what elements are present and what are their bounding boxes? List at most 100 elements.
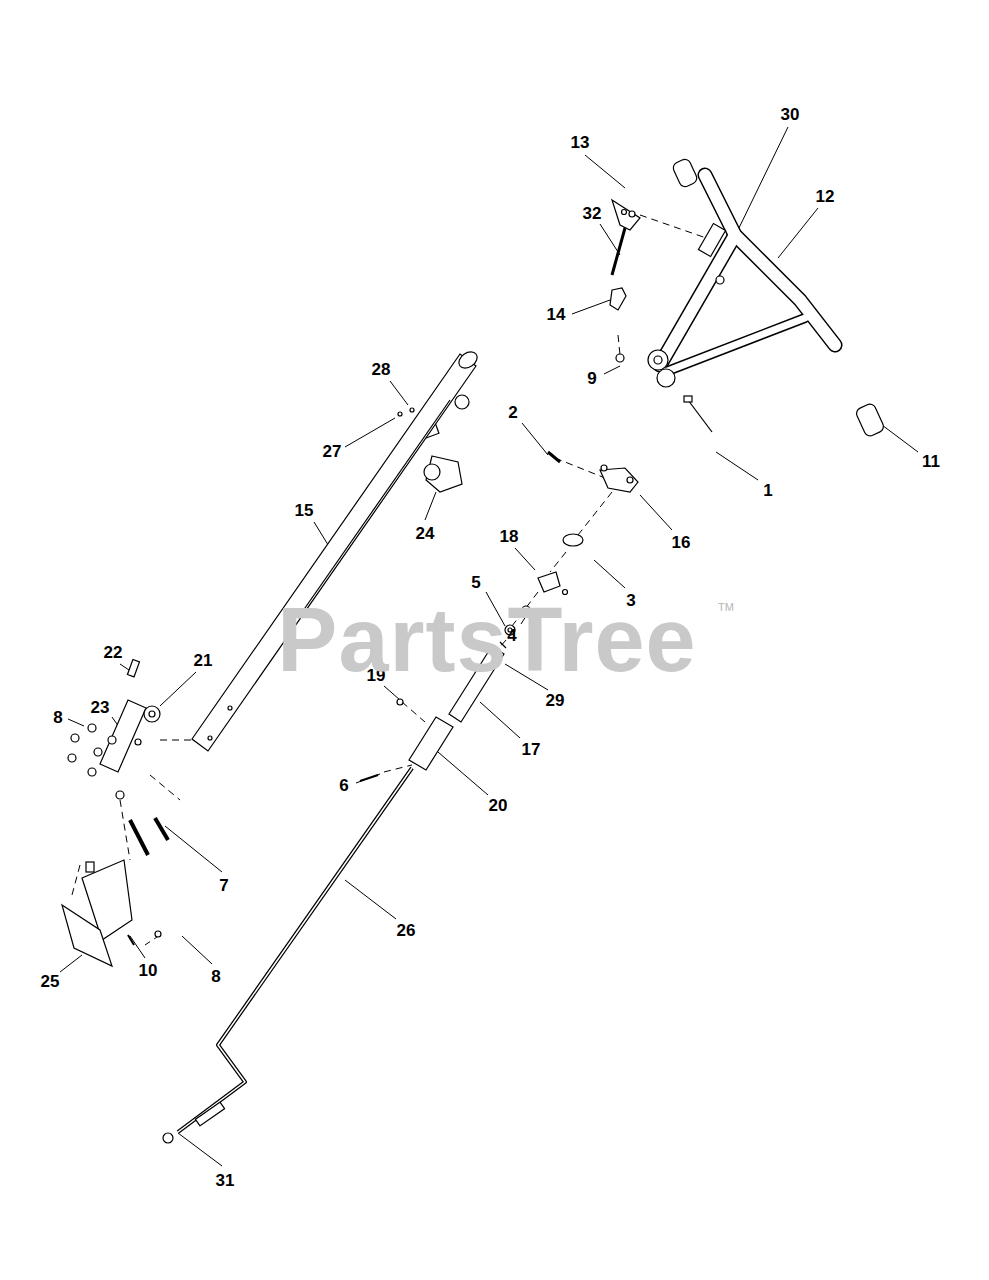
lower-bracket-part <box>135 739 141 745</box>
small-parts-part <box>698 224 725 257</box>
small-parts-part <box>648 350 668 370</box>
callout-number: 21 <box>194 652 213 669</box>
callout-number: 20 <box>489 797 508 814</box>
main-tube <box>192 349 480 751</box>
small-parts-part <box>548 452 560 462</box>
leader-lines-part <box>640 495 672 530</box>
small-parts-part <box>716 276 724 284</box>
leader-lines-part <box>438 752 488 795</box>
leader-lines-part <box>425 492 436 520</box>
callout-number: 28 <box>372 361 391 378</box>
small-parts-part <box>688 400 712 432</box>
leader-lines <box>60 127 918 1166</box>
alignment-lines-part <box>555 458 605 478</box>
handle-tube-part <box>660 235 735 365</box>
small-parts-part <box>398 412 402 416</box>
callout-number: 23 <box>91 699 110 716</box>
leader-lines-part <box>594 560 625 588</box>
alignment-lines-part <box>72 865 80 895</box>
callout-number: 10 <box>139 962 158 979</box>
trademark-mark: TM <box>718 602 734 613</box>
small-parts-part <box>657 369 675 387</box>
small-parts-part <box>616 354 624 362</box>
lower-bracket-part <box>108 736 116 744</box>
small-parts-part <box>612 228 625 275</box>
watermark: PartsTree <box>277 595 696 685</box>
lower-bracket-part <box>144 706 160 722</box>
leader-lines-part <box>480 702 520 738</box>
main-tube-part <box>208 736 212 740</box>
leader-lines-part <box>182 936 212 964</box>
leader-lines-part <box>178 1133 222 1166</box>
control-rod-part <box>178 768 412 1132</box>
control-rod <box>163 768 412 1143</box>
shaft-part <box>409 717 453 770</box>
callout-number: 7 <box>219 877 228 894</box>
callout-number: 5 <box>471 574 480 591</box>
leader-lines-part <box>600 224 620 255</box>
leader-lines-part <box>356 774 380 783</box>
handle-tube <box>660 175 835 372</box>
lower-bracket-part <box>62 905 112 966</box>
lower-bracket-part <box>88 768 96 776</box>
small-parts-part <box>455 395 469 409</box>
lower-bracket-part <box>155 818 168 840</box>
callout-number: 25 <box>41 973 60 990</box>
callout-number: 9 <box>587 370 596 387</box>
lower-bracket-part <box>116 791 124 799</box>
callout-number: 8 <box>53 709 62 726</box>
callout-number: 29 <box>546 692 565 709</box>
lower-bracket-part <box>130 820 148 855</box>
lower-bracket-part <box>149 711 155 717</box>
callout-number: 6 <box>339 777 348 794</box>
small-parts-part <box>538 572 560 592</box>
small-parts-part <box>424 464 440 480</box>
small-parts-part <box>684 396 692 402</box>
lower-bracket-part <box>128 935 134 945</box>
alignment-lines-part <box>578 492 612 535</box>
small-parts-part <box>610 288 626 310</box>
callout-number: 8 <box>211 968 220 985</box>
handle-tube-part <box>665 318 805 372</box>
leader-lines-part <box>585 155 625 188</box>
alignment-lines-part <box>120 800 130 860</box>
small-parts-part <box>612 200 640 230</box>
leader-lines-part <box>345 418 395 447</box>
small-parts-part <box>627 477 633 483</box>
callout-number: 13 <box>571 134 590 151</box>
alignment-lines-part <box>402 702 425 722</box>
main-tube-part <box>228 706 232 710</box>
small-parts <box>398 157 885 648</box>
leader-lines-part <box>522 423 548 455</box>
callout-number: 15 <box>295 502 314 519</box>
control-rod-part <box>178 768 412 1132</box>
leader-lines-part <box>882 425 918 452</box>
leader-lines-part <box>130 936 145 958</box>
callout-number: 31 <box>216 1172 235 1189</box>
leader-lines-part <box>716 452 758 480</box>
callout-number: 16 <box>672 534 691 551</box>
small-parts-part <box>654 356 662 364</box>
callout-number: 24 <box>416 525 435 542</box>
small-parts-part <box>600 468 638 492</box>
leader-lines-part <box>390 381 408 405</box>
small-parts-part <box>563 590 568 595</box>
lower-bracket-part <box>127 659 139 676</box>
main-tube-part <box>298 400 450 618</box>
alignment-lines-part <box>640 215 712 240</box>
shaft-part <box>397 699 403 705</box>
leader-lines-part <box>778 208 818 258</box>
callout-number: 22 <box>104 644 123 661</box>
alignment-lines-part <box>550 552 566 572</box>
callout-number: 11 <box>922 453 940 470</box>
callout-number: 32 <box>583 205 602 222</box>
shaft-part <box>360 775 378 781</box>
lower-bracket <box>62 659 168 966</box>
lower-bracket-part <box>155 931 161 937</box>
callout-number: 17 <box>522 741 541 758</box>
small-parts-part <box>601 465 607 471</box>
leader-lines-part <box>604 366 620 374</box>
leader-lines-part <box>515 548 535 570</box>
lower-bracket-part <box>68 754 76 762</box>
